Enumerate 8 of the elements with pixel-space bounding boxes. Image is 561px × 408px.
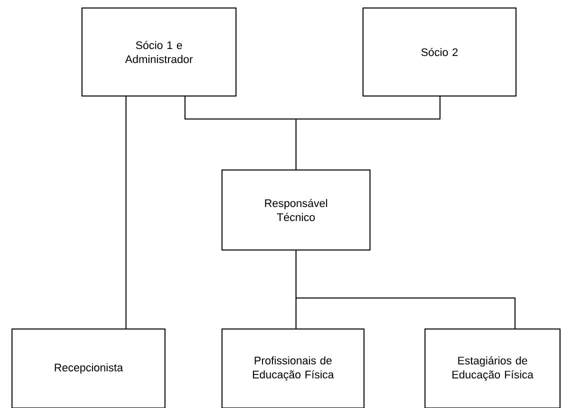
org-box: Recepcionista xyxy=(12,328,166,408)
connector-line xyxy=(296,96,440,170)
connector-line xyxy=(296,250,516,329)
org-box: Estagiários de Educação Física xyxy=(424,328,560,408)
org-box: Sócio 2 xyxy=(362,8,516,96)
org-box: Responsável Técnico xyxy=(222,170,370,250)
org-box: Profissionais de Educação Física xyxy=(222,328,364,408)
org-box: Sócio 1 e Administrador xyxy=(82,8,236,96)
